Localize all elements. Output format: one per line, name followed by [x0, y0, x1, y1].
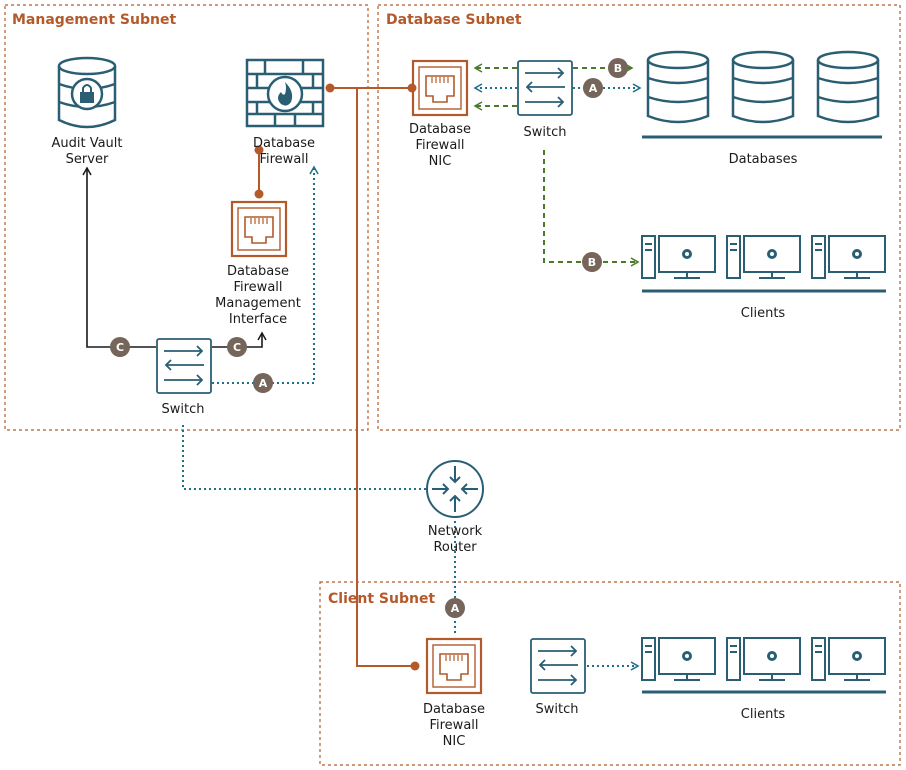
- client-subnet-border: [319, 581, 901, 766]
- router-label-2: Router: [433, 540, 477, 555]
- audit-vault-server-icon: [57, 56, 117, 129]
- database-icon: [731, 50, 795, 124]
- client-computer-icon: [811, 235, 886, 279]
- badge-a-databases: A: [583, 78, 603, 98]
- switch-client-label: Switch: [536, 702, 579, 717]
- badge-c-audit-vault: C: [110, 337, 130, 357]
- client-computer-icon: [641, 637, 716, 681]
- clients-bottom-group: [641, 637, 886, 694]
- clients-bottom-label: Clients: [741, 707, 786, 722]
- badge-a-client-subnet: A: [445, 598, 465, 618]
- nic-top-label-2: Firewall: [415, 138, 464, 153]
- databases-group: [642, 50, 882, 139]
- db-firewall-label-1: Database: [253, 136, 315, 151]
- nic-bottom-label-1: Database: [423, 702, 485, 717]
- mgmt-interface-label-1: Database: [227, 264, 289, 279]
- green-dashed-links: [473, 63, 640, 267]
- nic-top-icon: [411, 59, 469, 117]
- mgmt-interface-label-2: Firewall: [233, 280, 282, 295]
- svg-text:B: B: [588, 256, 596, 269]
- blue-dotted-links: [182, 83, 642, 671]
- clients-top-label: Clients: [741, 306, 786, 321]
- nic-bottom-label-3: NIC: [443, 734, 466, 749]
- client-computer-icon: [811, 637, 886, 681]
- databases-label: Databases: [729, 152, 798, 167]
- database-firewall-icon: [245, 58, 325, 128]
- svg-text:A: A: [589, 82, 598, 95]
- svg-text:C: C: [116, 341, 124, 354]
- switch-client-icon: [530, 638, 586, 694]
- svg-text:B: B: [614, 62, 622, 75]
- management-subnet-label: Management Subnet: [12, 12, 176, 28]
- switch-db-label: Switch: [524, 125, 567, 140]
- network-router-icon: [426, 460, 484, 518]
- badge-b-databases: B: [608, 58, 628, 78]
- client-computer-icon: [726, 235, 801, 279]
- badge-a-firewall: A: [253, 373, 273, 393]
- db-firewall-label-2: Firewall: [259, 152, 308, 167]
- audit-vault-label-2: Server: [66, 152, 109, 167]
- nic-bottom-icon: [425, 637, 483, 695]
- client-subnet-label: Client Subnet: [328, 591, 435, 607]
- clients-top-group: [641, 235, 886, 293]
- mgmt-interface-label-4: Interface: [229, 312, 287, 327]
- database-subnet-label: Database Subnet: [386, 12, 522, 28]
- audit-vault-label-1: Audit Vault: [51, 136, 122, 151]
- database-subnet-border: [377, 4, 901, 431]
- client-computer-icon: [641, 235, 716, 279]
- firewall-port-dot: [325, 83, 335, 93]
- router-label-1: Network: [428, 524, 483, 539]
- management-subnet-border: [4, 4, 369, 431]
- switch-mgmt-label: Switch: [162, 402, 205, 417]
- database-icon: [816, 50, 880, 124]
- mgmt-interface-label-3: Management: [215, 296, 301, 311]
- mgmt-interface-icon: [230, 200, 288, 258]
- badge-c-mgmt-interface: C: [227, 337, 247, 357]
- mgmt-interface-dot: [254, 189, 264, 199]
- nic-bottom-label-2: Firewall: [429, 718, 478, 733]
- badge-b-clients: B: [582, 252, 602, 272]
- client-computer-icon: [726, 637, 801, 681]
- switch-mgmt-icon: [156, 338, 212, 394]
- nic-top-label-3: NIC: [429, 154, 452, 169]
- database-icon: [646, 50, 710, 124]
- svg-text:A: A: [451, 602, 460, 615]
- nic-bottom-port-dot: [410, 661, 420, 671]
- switch-db-icon: [517, 60, 573, 116]
- svg-text:A: A: [259, 377, 268, 390]
- nic-top-label-1: Database: [409, 122, 471, 137]
- firewall-bottom-dot: [254, 145, 264, 155]
- svg-text:C: C: [233, 341, 241, 354]
- copper-links: [258, 87, 415, 667]
